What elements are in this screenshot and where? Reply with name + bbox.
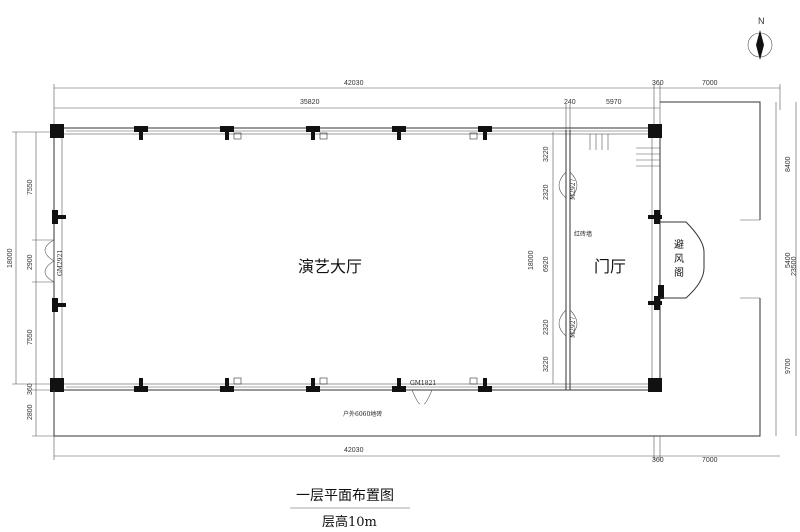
door-left-label: GM2921 (57, 250, 64, 276)
left-entry-door: GM2921 (44, 239, 64, 283)
dim-right-8400: 8400 (785, 156, 792, 172)
north-arrow-icon (756, 30, 764, 60)
column (52, 215, 66, 219)
column (648, 378, 662, 392)
bottom-dimensions: 42030 360 7000 (53, 436, 780, 464)
room-vestibule-2: 风 (674, 253, 684, 265)
column (139, 378, 143, 392)
right-dimensions: 8400 5400 9700 23500 (775, 102, 798, 436)
dim-left-18000: 18000 (7, 248, 14, 268)
room-lobby-label: 门厅 (594, 257, 626, 276)
dim-mid-6920: 6920 (543, 256, 550, 272)
equipment-markers (233, 132, 478, 385)
middle-dimensions: 3220 2320 6920 2320 3220 18000 (528, 132, 554, 384)
dim-mid-2320-bottom: 2320 (543, 319, 550, 335)
dim-top-gap: 360 (652, 80, 664, 87)
dim-bottom-total: 42030 (344, 447, 364, 454)
dim-bottom-right: 7000 (702, 457, 718, 464)
dim-right-5400: 5400 (785, 252, 792, 268)
column (50, 124, 64, 138)
north-compass: N (747, 16, 773, 60)
dim-left-7550-top: 7550 (27, 179, 34, 195)
door-mid-top-label: M2927 (570, 178, 577, 200)
column (311, 126, 315, 140)
top-dimensions: 42030 360 7000 35820 240 5970 (53, 80, 781, 130)
dim-left-2900: 2900 (27, 254, 34, 270)
dim-left-2800: 2800 (27, 404, 34, 420)
dim-mid-3220-top: 3220 (543, 146, 550, 162)
dim-left-360: 360 (27, 383, 34, 395)
column (139, 126, 143, 140)
dim-top-inner: 35820 (300, 99, 320, 106)
structural-columns (50, 124, 664, 392)
dim-left-7550-bottom: 7550 (27, 329, 34, 345)
dim-mid-2320-top: 2320 (543, 184, 550, 200)
column (397, 126, 401, 140)
compass-north-label: N (758, 16, 765, 26)
right-annex (660, 101, 761, 437)
door-mid-bottom-label: M2927 (570, 316, 577, 338)
left-dimensions: 7550 18000 2900 7550 360 2800 (7, 131, 54, 437)
column (483, 126, 487, 140)
dim-mid-3220-bottom: 3220 (543, 356, 550, 372)
column (648, 124, 662, 138)
column (397, 378, 401, 392)
column (483, 378, 487, 392)
floor-height-label: 层高10m (322, 514, 377, 530)
stairs (589, 134, 660, 167)
dim-right-9700: 9700 (785, 358, 792, 374)
column (225, 126, 229, 140)
partition-doors: M2927 M2927 红砖墙 (558, 171, 592, 338)
bottom-entry-door: GM1821 (410, 380, 436, 405)
dim-top-right: 7000 (702, 80, 718, 87)
wall-mid-label: 红砖墙 (574, 230, 592, 238)
column (311, 378, 315, 392)
dim-right-23500: 23500 (791, 256, 798, 276)
vestibule: 避 风 阁 (660, 221, 705, 299)
column (648, 215, 662, 219)
outdoor-paving-label: 户外6060地砖 (343, 410, 382, 418)
dim-bottom-gap: 360 (652, 457, 664, 464)
column (658, 285, 664, 299)
room-vestibule-3: 阁 (674, 266, 684, 279)
column (648, 301, 662, 305)
room-hall-label: 演艺大厅 (298, 257, 362, 276)
column (50, 378, 64, 392)
plan-title: 一层平面布置图 (296, 488, 394, 504)
dim-top-5970: 5970 (606, 99, 622, 106)
room-vestibule-1: 避 (674, 238, 684, 251)
column (52, 303, 66, 307)
dim-mid-18000: 18000 (528, 250, 535, 270)
column (225, 378, 229, 392)
dim-top-240: 240 (564, 99, 576, 106)
dim-top-total: 42030 (344, 80, 364, 87)
door-bottom-label: GM1821 (410, 380, 436, 387)
outdoor-paving: 户外6060地砖 (53, 390, 660, 437)
